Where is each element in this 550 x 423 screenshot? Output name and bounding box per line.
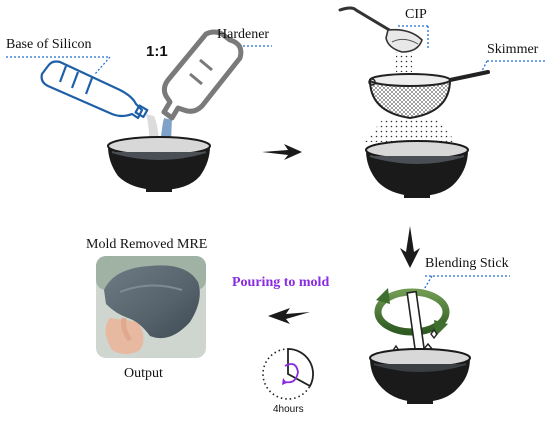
- bowl-icon: [365, 140, 469, 198]
- duration-label: 4hours: [273, 404, 304, 415]
- cip-label: CIP: [405, 7, 427, 22]
- base-of-silicon-label: Base of Silicon: [6, 37, 92, 52]
- mold-removed-label: Mold Removed MRE: [86, 237, 208, 252]
- arrow-left-icon: [268, 308, 310, 324]
- spoon-icon: [338, 6, 423, 53]
- bowl-icon: [369, 348, 471, 404]
- hardener-bottle-icon: [161, 29, 244, 121]
- skimmer-label: Skimmer: [487, 42, 539, 57]
- output-label: Output: [124, 366, 163, 381]
- cip-particles-spoon: [396, 52, 412, 72]
- bowl-icon: [107, 136, 211, 192]
- sieving-step: [338, 6, 490, 198]
- mix-ratio-label: 1:1: [146, 43, 168, 60]
- pouring-label: Pouring to mold: [232, 275, 330, 290]
- mre-photo: [96, 256, 206, 358]
- hardener-label: Hardener: [217, 27, 270, 42]
- clock-icon: [262, 348, 314, 400]
- blending-stick-label: Blending Stick: [425, 256, 509, 271]
- arrow-right-icon: [262, 144, 302, 160]
- blending-step: [369, 288, 471, 404]
- skimmer-icon: [368, 70, 490, 120]
- mixing-step: [40, 29, 244, 192]
- arrow-down-icon: [400, 226, 420, 268]
- base-bottle-icon: [40, 60, 149, 120]
- cip-particles-falling: [364, 118, 456, 142]
